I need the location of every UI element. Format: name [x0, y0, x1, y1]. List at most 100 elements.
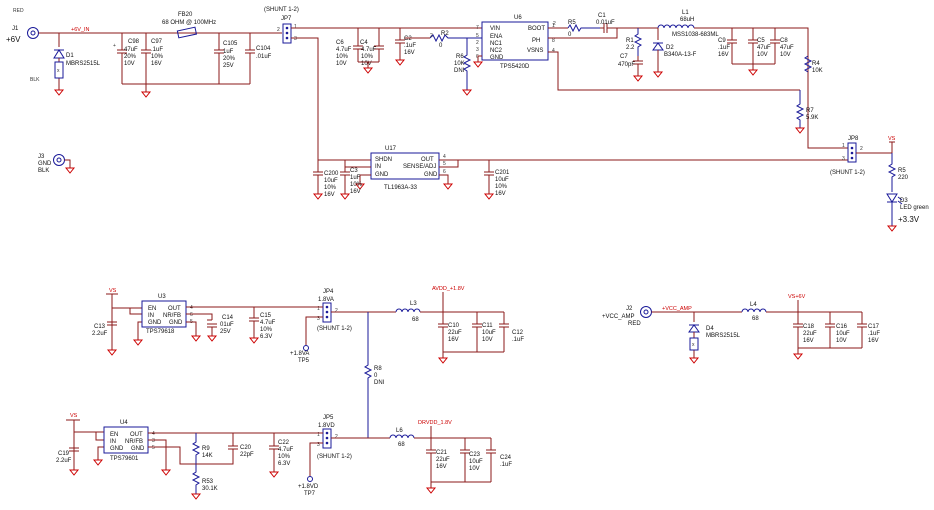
- svg-text:16V: 16V: [436, 464, 447, 470]
- inductor-l3: L3 68: [395, 301, 421, 323]
- resistor-r9: R9 14K: [191, 433, 213, 464]
- svg-text:68: 68: [752, 316, 759, 322]
- svg-text:L4: L4: [750, 302, 757, 308]
- jumper-jp8[interactable]: JP8 1 3 2 (SHUNT 1-2): [830, 136, 865, 176]
- svg-text:C18: C18: [803, 324, 815, 330]
- svg-text:D1: D1: [66, 53, 74, 59]
- svg-text:JP4: JP4: [323, 289, 334, 295]
- svg-text:10V: 10V: [757, 52, 768, 58]
- svg-text:BLK: BLK: [38, 168, 49, 174]
- tp5-ref: TP5: [298, 358, 310, 364]
- svg-text:4: 4: [443, 154, 446, 160]
- tp7-label: +1.8VD: [298, 484, 319, 490]
- capacitor-c1: C1 0.01uF: [548, 13, 618, 39]
- capacitor-c104: C104 .01uF: [245, 33, 272, 84]
- svg-text:C23: C23: [469, 452, 481, 458]
- svg-text:2: 2: [277, 27, 280, 33]
- svg-text:GND: GND: [131, 446, 145, 452]
- svg-text:4: 4: [152, 431, 155, 437]
- svg-text:7: 7: [476, 25, 479, 31]
- ground-icon: [425, 487, 437, 494]
- svg-text:D2: D2: [666, 45, 674, 51]
- svg-text:1.8VD: 1.8VD: [318, 423, 335, 429]
- capacitor-c10: C10 22uF 16V: [438, 312, 462, 352]
- svg-text:C3: C3: [350, 168, 358, 174]
- svg-text:2: 2: [553, 21, 556, 27]
- svg-text:25V: 25V: [220, 329, 231, 335]
- inductor-l1: L1 68uH MSS1038-683ML: [657, 10, 719, 38]
- svg-text:C10: C10: [448, 323, 460, 329]
- diode-d2: D2 B340A-13-F: [652, 28, 697, 78]
- svg-text:20%: 20%: [223, 56, 236, 62]
- svg-text:TPS79618: TPS79618: [146, 329, 175, 335]
- svg-text:47uF: 47uF: [780, 45, 794, 51]
- svg-text:NR/FB: NR/FB: [125, 439, 143, 445]
- led-d3: D3 LED green: [886, 193, 929, 232]
- svg-text:6: 6: [190, 312, 193, 318]
- svg-text:R8: R8: [374, 366, 382, 372]
- svg-text:2.2uF: 2.2uF: [56, 458, 72, 464]
- svg-text:16V: 16V: [151, 61, 162, 67]
- svg-text:NC2: NC2: [490, 48, 503, 54]
- svg-text:OUT: OUT: [421, 157, 434, 163]
- svg-text:VIN: VIN: [490, 26, 500, 32]
- svg-text:TL1963A-33: TL1963A-33: [384, 185, 418, 191]
- svg-text:(SHUNT 1-2): (SHUNT 1-2): [830, 170, 865, 176]
- svg-text:NR/FB: NR/FB: [163, 313, 181, 319]
- svg-text:1: 1: [317, 432, 320, 438]
- svg-text:1: 1: [552, 23, 555, 29]
- svg-text:0: 0: [568, 32, 572, 38]
- resistor-r7: R7 5.9K: [794, 90, 818, 134]
- svg-text:0: 0: [439, 43, 443, 49]
- svg-text:2.2uF: 2.2uF: [92, 331, 108, 337]
- jumper-jp5[interactable]: JP5 1.8VD 1 3 2 (SHUNT 1-2): [317, 415, 352, 460]
- capacitor-c19: C19 2.2uF: [56, 447, 79, 464]
- svg-text:C11: C11: [482, 323, 493, 329]
- svg-text:.1uF: .1uF: [512, 337, 524, 343]
- svg-text:C5: C5: [757, 38, 765, 44]
- svg-text:R5: R5: [898, 168, 906, 174]
- connector-j3[interactable]: J3 GND BLK: [38, 154, 76, 174]
- j1-color: RED: [13, 8, 24, 14]
- svg-text:4.7uF: 4.7uF: [361, 47, 377, 53]
- svg-text:R4: R4: [812, 61, 820, 67]
- svg-text:x: x: [57, 68, 60, 74]
- svg-text:2: 2: [335, 308, 338, 314]
- svg-text:GND: GND: [148, 320, 162, 326]
- svg-text:GND: GND: [490, 55, 504, 61]
- capacitor-c23: C23 10uF 10V: [460, 438, 483, 482]
- svg-text:.1uF: .1uF: [718, 45, 730, 51]
- svg-text:16V: 16V: [448, 337, 459, 343]
- net-vs: VS: [888, 136, 896, 142]
- svg-text:LED green: LED green: [900, 205, 929, 211]
- svg-text:10%: 10%: [260, 327, 273, 333]
- resistor-r5b: R5 220: [887, 153, 909, 192]
- svg-text:01uF: 01uF: [220, 322, 234, 328]
- svg-text:68uH: 68uH: [680, 17, 694, 23]
- svg-text:RED: RED: [628, 321, 641, 327]
- svg-text:R1: R1: [626, 38, 634, 44]
- svg-text:4: 4: [190, 305, 193, 311]
- svg-text:C4: C4: [360, 40, 368, 46]
- ferrite-fb20: FB20 68 OHM @ 100MHz: [162, 12, 216, 39]
- svg-text:16V: 16V: [324, 192, 335, 198]
- svg-text:.1uF: .1uF: [500, 462, 512, 468]
- svg-text:C15: C15: [260, 313, 272, 319]
- svg-text:BOOT: BOOT: [528, 26, 545, 32]
- svg-text:C14: C14: [222, 315, 234, 321]
- svg-text:ENA: ENA: [490, 34, 502, 40]
- jumper-jp7[interactable]: (SHUNT 1-2) JP7 2 1 3: [264, 7, 299, 44]
- svg-text:16V: 16V: [868, 338, 879, 344]
- svg-text:10V: 10V: [780, 52, 791, 58]
- jumper-jp4[interactable]: JP4 1.8VA 1 3 2 (SHUNT 1-2): [317, 289, 352, 332]
- svg-text:470pF: 470pF: [618, 62, 635, 68]
- connector-j2[interactable]: J2 +VCC_AMP RED: [602, 306, 652, 327]
- connector-j1[interactable]: RED J1 +6V: [6, 8, 39, 44]
- svg-text:2: 2: [335, 434, 338, 440]
- capacitor-c24: C24 .1uF: [486, 438, 512, 482]
- capacitor-c6: C6 4.7uF 10% 10V: [336, 28, 363, 67]
- svg-text:.1uF: .1uF: [868, 331, 880, 337]
- svg-text:14K: 14K: [202, 453, 213, 459]
- svg-text:R6: R6: [456, 54, 464, 60]
